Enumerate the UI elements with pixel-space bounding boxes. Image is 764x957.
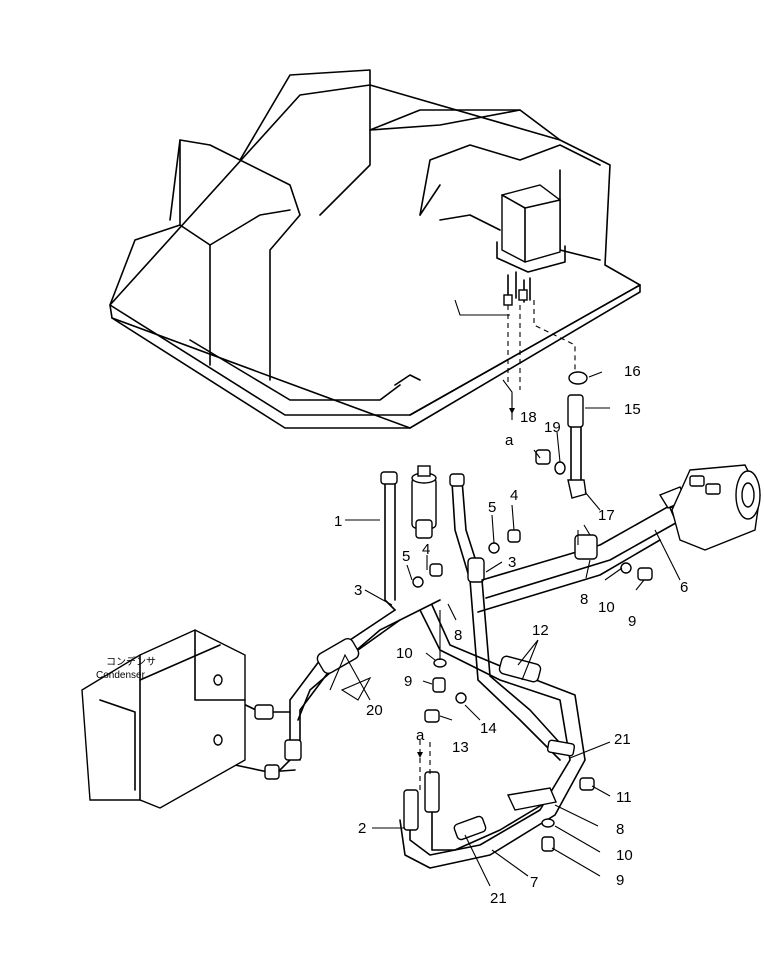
callout-labels: 16 15 18 19 a 4 5 17 1 3 5 4 6 3 8 10 9 … xyxy=(96,363,688,907)
callout-8-lower: 8 xyxy=(616,821,624,838)
callout-10-center: 10 xyxy=(396,645,413,662)
callout-11: 11 xyxy=(616,789,632,806)
connection-mark-a-top: a xyxy=(505,432,514,449)
callout-9-lower: 9 xyxy=(616,872,624,889)
callout-3-right: 3 xyxy=(508,554,516,571)
hose-1 xyxy=(345,471,398,611)
callout-15: 15 xyxy=(624,401,641,418)
callout-20: 20 xyxy=(366,702,383,719)
callout-16: 16 xyxy=(624,363,641,380)
callout-19: 19 xyxy=(544,419,561,436)
callout-5-upper: 5 xyxy=(488,499,496,516)
hose-assembly-15-19 xyxy=(535,371,610,511)
callout-9-center: 9 xyxy=(404,673,412,690)
connection-leaders-top xyxy=(502,300,576,420)
callout-1: 1 xyxy=(334,513,342,530)
condenser-label-en: Condenser xyxy=(96,670,146,681)
callout-5-lower: 5 xyxy=(402,548,410,565)
callout-2: 2 xyxy=(358,820,366,837)
callout-18: 18 xyxy=(520,409,537,426)
callout-6: 6 xyxy=(680,579,688,596)
hose-to-condenser xyxy=(224,599,441,780)
callout-3-left: 3 xyxy=(354,582,362,599)
callout-10-right: 10 xyxy=(598,599,615,616)
fasteners xyxy=(412,529,653,852)
callout-4-upper: 4 xyxy=(510,487,518,504)
callout-8-center: 8 xyxy=(454,627,462,644)
compressor xyxy=(671,464,761,551)
callout-17: 17 xyxy=(598,507,615,524)
machine-frame xyxy=(109,69,641,429)
connection-leaders-bottom xyxy=(417,740,431,790)
condenser-unit xyxy=(81,629,246,809)
callout-21-bottom: 21 xyxy=(490,890,507,907)
callout-12: 12 xyxy=(532,622,549,639)
hose-main-center xyxy=(449,473,569,761)
receiver-drier xyxy=(411,465,437,539)
callout-21-right: 21 xyxy=(614,731,631,748)
callout-9-right: 9 xyxy=(628,613,636,630)
hose-lower-loop xyxy=(399,604,586,869)
callout-13: 13 xyxy=(452,739,469,756)
condenser-label-jp: コンデンサ xyxy=(106,655,156,668)
callout-4-lower: 4 xyxy=(422,541,430,558)
callout-7: 7 xyxy=(530,874,538,891)
callout-8-right: 8 xyxy=(580,591,588,608)
callout-14: 14 xyxy=(480,720,497,737)
leader-lines xyxy=(329,431,645,887)
callout-10-lower: 10 xyxy=(616,847,633,864)
connection-mark-a-bottom: a xyxy=(416,727,425,744)
